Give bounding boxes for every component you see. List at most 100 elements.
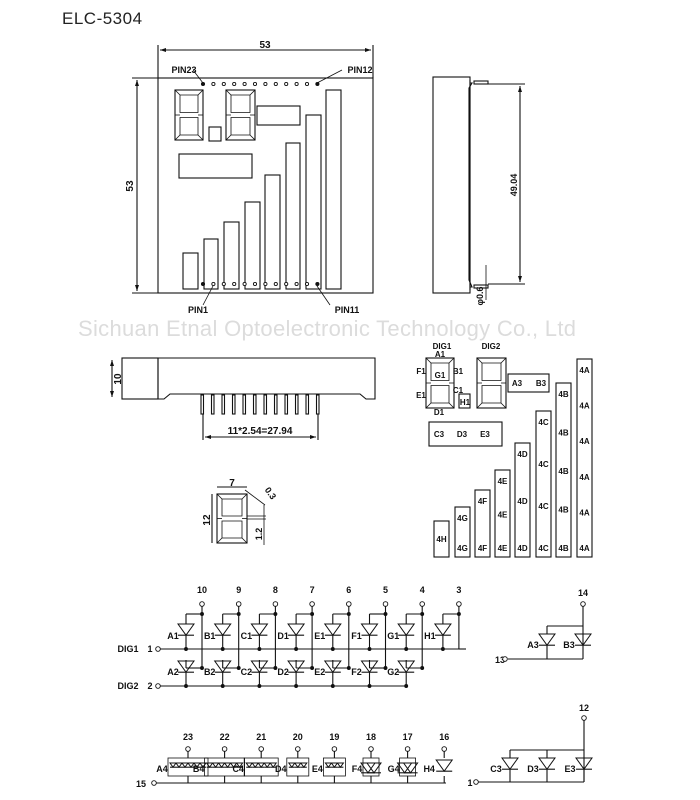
front-pin xyxy=(200,394,205,415)
segment-bevel xyxy=(174,89,181,96)
diode-label: B4 xyxy=(193,764,205,774)
diode-C4 xyxy=(245,762,254,769)
bar-label: 4D xyxy=(517,544,527,553)
dig1-pin xyxy=(155,646,161,652)
seg-label: E1 xyxy=(416,391,426,400)
diode-D2 xyxy=(287,660,306,674)
diode-label: C1 xyxy=(241,631,253,641)
bar-common-pin-number: 15 xyxy=(136,779,146,789)
junction xyxy=(383,666,388,670)
ab-cathode-pin xyxy=(502,656,508,662)
cde-anode-pin-number: 12 xyxy=(579,703,589,713)
seg-label: B3 xyxy=(536,379,547,388)
front-pin xyxy=(242,394,247,415)
junction xyxy=(273,612,278,616)
part-number-title: ELC-5304 xyxy=(62,9,143,28)
dig2-pin-number: 2 xyxy=(147,681,152,691)
dimension-arrow xyxy=(365,48,371,52)
segment-bevel xyxy=(241,537,248,544)
seg-label: G1 xyxy=(435,371,446,380)
segment-bevel xyxy=(225,134,232,141)
diode-label: C3 xyxy=(490,764,502,774)
bar-label: 4F xyxy=(478,544,487,553)
cde-segment-box xyxy=(178,153,253,179)
segment-height-dimension: 12 xyxy=(202,514,213,526)
diode-label: B3 xyxy=(563,640,575,650)
pin-terminal xyxy=(441,746,447,752)
segment-bevel xyxy=(500,402,507,409)
bar-label: 4E xyxy=(498,544,508,553)
digit-1 xyxy=(174,89,204,141)
seg-label: A1 xyxy=(435,350,446,359)
pin-hole xyxy=(284,81,289,87)
pin-terminal xyxy=(221,746,228,752)
diode-label: G4 xyxy=(388,764,400,774)
diode-label: A1 xyxy=(167,631,179,641)
layout-bar-4C xyxy=(535,410,552,558)
diode-A4 xyxy=(193,762,201,769)
pin-terminal xyxy=(295,746,301,752)
diode-label: B2 xyxy=(204,667,216,677)
pin-terminal xyxy=(368,746,374,752)
dig1-pin-number: 1 xyxy=(147,644,152,654)
watermark: Sichuan Etnal Optoelectronic Technology … xyxy=(78,316,577,341)
diode-G1 xyxy=(397,623,416,637)
pin-terminal xyxy=(235,601,242,607)
bar-label: 4B xyxy=(558,544,568,553)
pin-terminal xyxy=(382,601,389,607)
diode-label: F4 xyxy=(352,764,363,774)
diode-B1 xyxy=(213,623,232,637)
bar-segment-8 xyxy=(325,89,342,290)
segment-bevel xyxy=(448,357,455,364)
dimension-arrow xyxy=(518,86,522,92)
diode-D3 xyxy=(538,757,556,771)
bar-label: 4G xyxy=(457,514,468,523)
bar-label: 4D xyxy=(517,450,527,459)
diode-label: D2 xyxy=(277,667,289,677)
pin-hole xyxy=(221,281,226,287)
junction xyxy=(200,666,204,670)
seg-label: C1 xyxy=(453,386,464,395)
height-dimension: 53 xyxy=(125,180,136,192)
segment-bevel xyxy=(425,402,432,409)
bar-label: 4C xyxy=(538,460,548,469)
front-pin xyxy=(284,394,289,415)
bar-label: 4A xyxy=(579,402,589,411)
bar-label: 4A xyxy=(579,366,589,375)
diode-label: D4 xyxy=(275,764,287,774)
junction xyxy=(294,647,299,651)
pin-hole xyxy=(221,81,226,87)
pin-hole xyxy=(315,281,320,287)
digit-segments xyxy=(230,94,251,136)
pin-terminal xyxy=(272,601,279,607)
diode-E4 xyxy=(324,762,333,769)
leader-line xyxy=(192,69,204,84)
pin-hole xyxy=(252,81,258,87)
junction xyxy=(184,684,188,688)
top-view-outline xyxy=(157,77,374,294)
junction xyxy=(456,612,461,616)
pin-number: 18 xyxy=(366,732,376,742)
pin-hole xyxy=(242,281,247,287)
cde-box xyxy=(428,421,503,447)
bar-label: 4F xyxy=(478,497,487,506)
junction xyxy=(367,684,372,688)
diode-C4 xyxy=(269,762,278,769)
front-pin xyxy=(305,394,310,415)
bar-common-pin xyxy=(151,780,157,786)
pin-number: 16 xyxy=(439,732,449,742)
diode-B4 xyxy=(229,762,238,769)
layout-bar-4H xyxy=(433,520,450,558)
segment-bevel xyxy=(197,134,204,141)
segment-bevel xyxy=(241,493,248,500)
diode-A1 xyxy=(177,623,195,637)
diode-D4 xyxy=(287,762,296,769)
ab-cathode-pin-number: 13 xyxy=(495,655,505,665)
pin-number: 20 xyxy=(293,732,303,742)
cde-anode-pin xyxy=(581,715,587,721)
diode-E1 xyxy=(323,623,342,637)
pin-hole xyxy=(252,281,258,287)
diode-E4 xyxy=(330,762,339,769)
dimension-arrow xyxy=(135,80,139,86)
